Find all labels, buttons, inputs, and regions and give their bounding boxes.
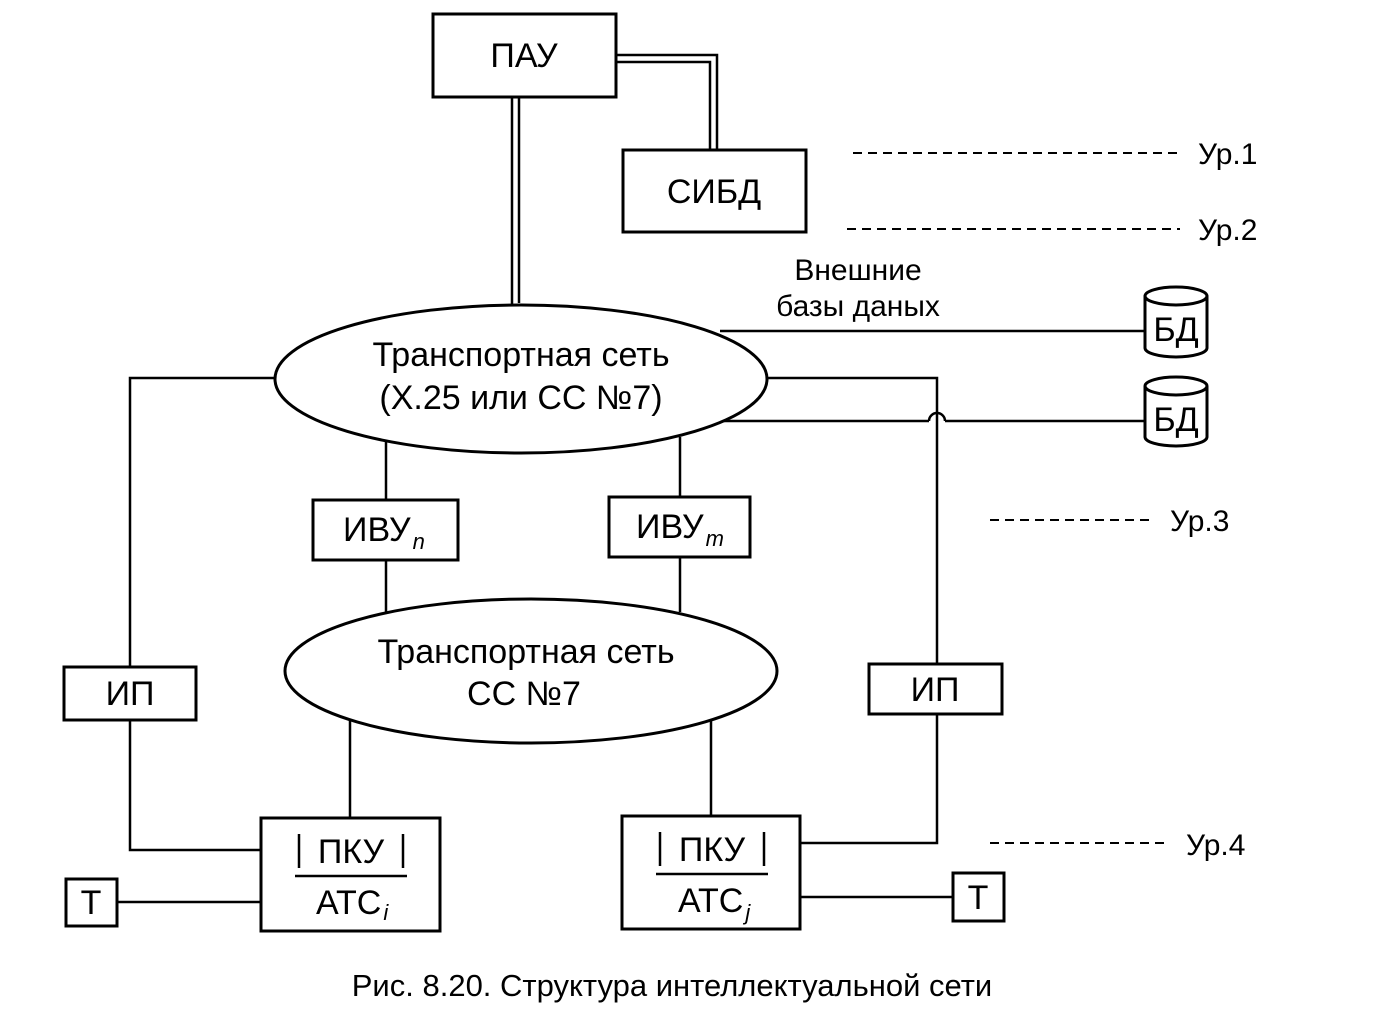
svg-text:АТСi: АТСi	[316, 884, 389, 925]
ip-right-label: ИП	[911, 671, 960, 709]
db1-node: БД	[1143, 285, 1209, 359]
ip-left-label: ИП	[106, 675, 155, 713]
external-db-label-1: Внешние	[794, 254, 921, 287]
ivu-n-label: ИВУ	[343, 511, 411, 549]
pku-right-label: ПКУ	[679, 831, 746, 869]
figure-caption: Рис. 8.20. Структура интеллектуальной се…	[352, 968, 992, 1003]
transport-network-2-title: Транспортная сеть	[377, 633, 674, 671]
ip-left-pku-link	[128, 720, 261, 852]
transport-network-1: Транспортная сеть (Х.25 или СС №7)	[273, 303, 769, 455]
ivu-n-node: ИВУn	[311, 498, 460, 562]
t-right-node: Т	[951, 871, 1006, 923]
pku-atc-right-node: ПКУ АТСj	[620, 814, 802, 931]
t-left-label: Т	[81, 884, 102, 922]
level-1-label: Ур.1	[1198, 138, 1257, 171]
ivu-m-subscript: m	[706, 526, 724, 551]
transport-network-2-subtitle: СС №7	[467, 675, 581, 713]
ip-right-pku-link	[800, 714, 939, 845]
ip-right-node: ИП	[867, 662, 1004, 716]
pau-node: ПАУ	[431, 12, 618, 99]
db2-link	[712, 411, 1145, 423]
atc-right-subscript: j	[742, 900, 751, 925]
t-right-label: Т	[968, 879, 989, 917]
transport-network-1-subtitle: (Х.25 или СС №7)	[379, 379, 662, 417]
ivu-m-label: ИВУ	[636, 508, 704, 546]
transport1-ip-right-link	[765, 376, 939, 664]
ip-left-node: ИП	[62, 665, 198, 722]
t-left-node: Т	[64, 877, 119, 928]
transport1-ip-left-link	[128, 376, 276, 667]
external-db-label-2: базы даных	[776, 290, 940, 323]
ivu-n-subscript: n	[413, 529, 425, 554]
level-4-label: Ур.4	[1186, 829, 1245, 862]
pau-label: ПАУ	[490, 37, 558, 75]
level-3-label: Ур.3	[1170, 505, 1229, 538]
pau-transport-link	[510, 97, 521, 304]
atc-left-label: АТС	[316, 884, 381, 922]
svg-text:ИВУn: ИВУn	[343, 511, 425, 554]
transport-network-2: Транспортная сеть СС №7	[283, 597, 779, 745]
pku-atc-left-node: ПКУ АТСi	[259, 816, 442, 933]
db1-label: БД	[1153, 311, 1198, 349]
sibd-label: СИБД	[667, 173, 761, 211]
transport-network-1-title: Транспортная сеть	[372, 336, 669, 374]
svg-text:АТСj: АТСj	[678, 882, 751, 925]
svg-text:ИВУm: ИВУm	[636, 508, 724, 551]
level-2-label: Ур.2	[1198, 214, 1257, 247]
pku-left-label: ПКУ	[318, 833, 385, 871]
db2-label: БД	[1153, 401, 1198, 439]
db2-node: БД	[1143, 375, 1209, 448]
sibd-node: СИБД	[621, 148, 808, 234]
pau-sibd-link	[616, 53, 719, 150]
atc-right-label: АТС	[678, 882, 743, 920]
ivu-m-node: ИВУm	[607, 495, 752, 559]
atc-left-subscript: i	[383, 900, 389, 925]
